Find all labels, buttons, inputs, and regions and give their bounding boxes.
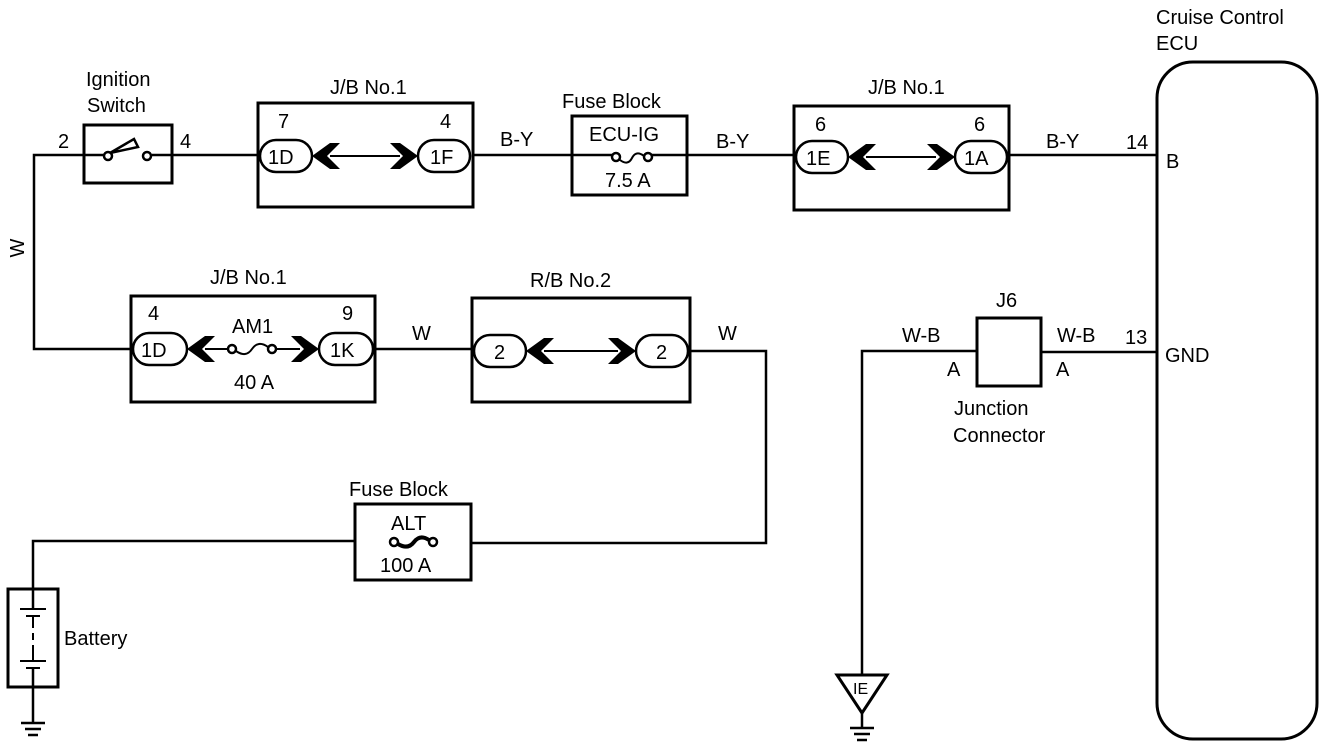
wire-label: B-Y [716,131,749,153]
ignition-label-2: Switch [87,95,146,117]
ecu-box [1155,60,1319,741]
jb-pin-num-right: 6 [974,114,985,136]
ecu-pin-label-gnd: GND [1165,345,1209,367]
battery: Battery [6,587,127,737]
switch-contact-icon [102,150,114,162]
ecu-pin-label-b: B [1166,151,1179,173]
junction-connector-j6: J6 W-B W-B A A Junction Connector [902,290,1096,447]
jb-title: J/B No.1 [330,77,407,99]
wire-label: B-Y [1046,131,1079,153]
junction-block-bottom: J/B No.1 4 9 1D 1K AM1 40 A [129,267,377,404]
connector-label: 2 [656,342,667,364]
jc-label-1: Junction [954,398,1029,420]
arrow-right-icon [291,336,319,362]
arrow-left-icon [187,336,215,362]
fuse-ecu-ig: Fuse Block ECU-IG 7.5 A [562,91,689,197]
relay-block-2: R/B No.2 2 2 [470,270,692,404]
jb-pin-num-right: 9 [342,303,353,325]
fuse-block-title: Fuse Block [562,91,662,113]
arrow-right-icon [608,338,636,364]
connector-label: 1A [964,148,989,170]
jc-pin-left: A [947,359,961,381]
ecu-pin-num-gnd: 13 [1125,327,1147,349]
jb-title: J/B No.1 [210,267,287,289]
ground-point-triangle-icon [834,673,890,716]
fuse-name: ECU-IG [589,124,659,146]
fuse-rating: 100 A [380,555,432,577]
ground-icon [850,726,874,742]
ground-point-ie: IE [834,673,890,742]
arrow-left-icon [526,338,554,364]
ecu-pin-num-b: 14 [1126,132,1148,154]
connector-label: 1F [430,147,453,169]
junction-block-top-left: J/B No.1 7 4 1D 1F [256,77,475,209]
wire-gnd-left [860,349,977,676]
jb-pin-num-right: 4 [440,111,451,133]
cruise-control-ecu: Cruise Control ECU 14 B 13 GND [1125,7,1319,741]
jc-label-2: Connector [953,425,1046,447]
ignition-label-1: Ignition [86,69,151,91]
junction-block-top-right: J/B No.1 6 6 1E 1A [792,77,1011,212]
wire-label: W [412,323,431,345]
fuse-name: ALT [391,513,426,535]
wires [31,153,1157,722]
connector-label: 1D [141,340,167,362]
jb-pin-num-left: 7 [278,111,289,133]
wire-label: W [718,323,737,345]
jc-box [975,316,1043,388]
connector-label: 2 [494,342,505,364]
jb-pin-num-left: 6 [815,114,826,136]
fuse-icon [396,535,431,549]
ground-icon [21,721,45,737]
connector-label: 1E [806,148,830,170]
fuse-icon [619,152,645,164]
jb-title: J/B No.1 [868,77,945,99]
connector-label: 1D [268,147,294,169]
arrow-left-icon [312,143,340,169]
wire-label: W-B [1057,325,1096,347]
jc-id: J6 [996,290,1017,312]
fuse-name: AM1 [232,316,273,338]
wire-rb-to-alt [470,349,768,545]
switch-contact-icon [141,150,153,162]
wire-label: W-B [902,325,941,347]
connector-label: 1K [330,340,355,362]
fuse-alt: Fuse Block ALT 100 A [349,479,473,582]
fuse-rating: 40 A [234,372,275,394]
arrow-left-icon [848,144,876,170]
ecu-title-1: Cruise Control [1156,7,1284,29]
switch-lever-icon [109,137,140,155]
wire-label: W [7,238,29,257]
jb-pin-num-left: 4 [148,303,159,325]
battery-label: Battery [64,628,127,650]
wire-alt-to-battery [31,539,355,590]
ignition-switch: Ignition Switch 2 4 [58,69,191,185]
fuse-rating: 7.5 A [605,170,651,192]
fuse-block-title: Fuse Block [349,479,449,501]
ground-point-label: IE [853,681,868,698]
wire-w-left [32,153,133,351]
ecu-title-2: ECU [1156,33,1198,55]
jc-pin-right: A [1056,359,1070,381]
arrow-right-icon [390,143,418,169]
arrow-right-icon [927,144,955,170]
ignition-pin-right: 4 [180,131,191,153]
wire-label: B-Y [500,129,533,151]
ignition-pin-left: 2 [58,131,69,153]
fuse-icon [235,343,269,355]
rb-title: R/B No.2 [530,270,611,292]
